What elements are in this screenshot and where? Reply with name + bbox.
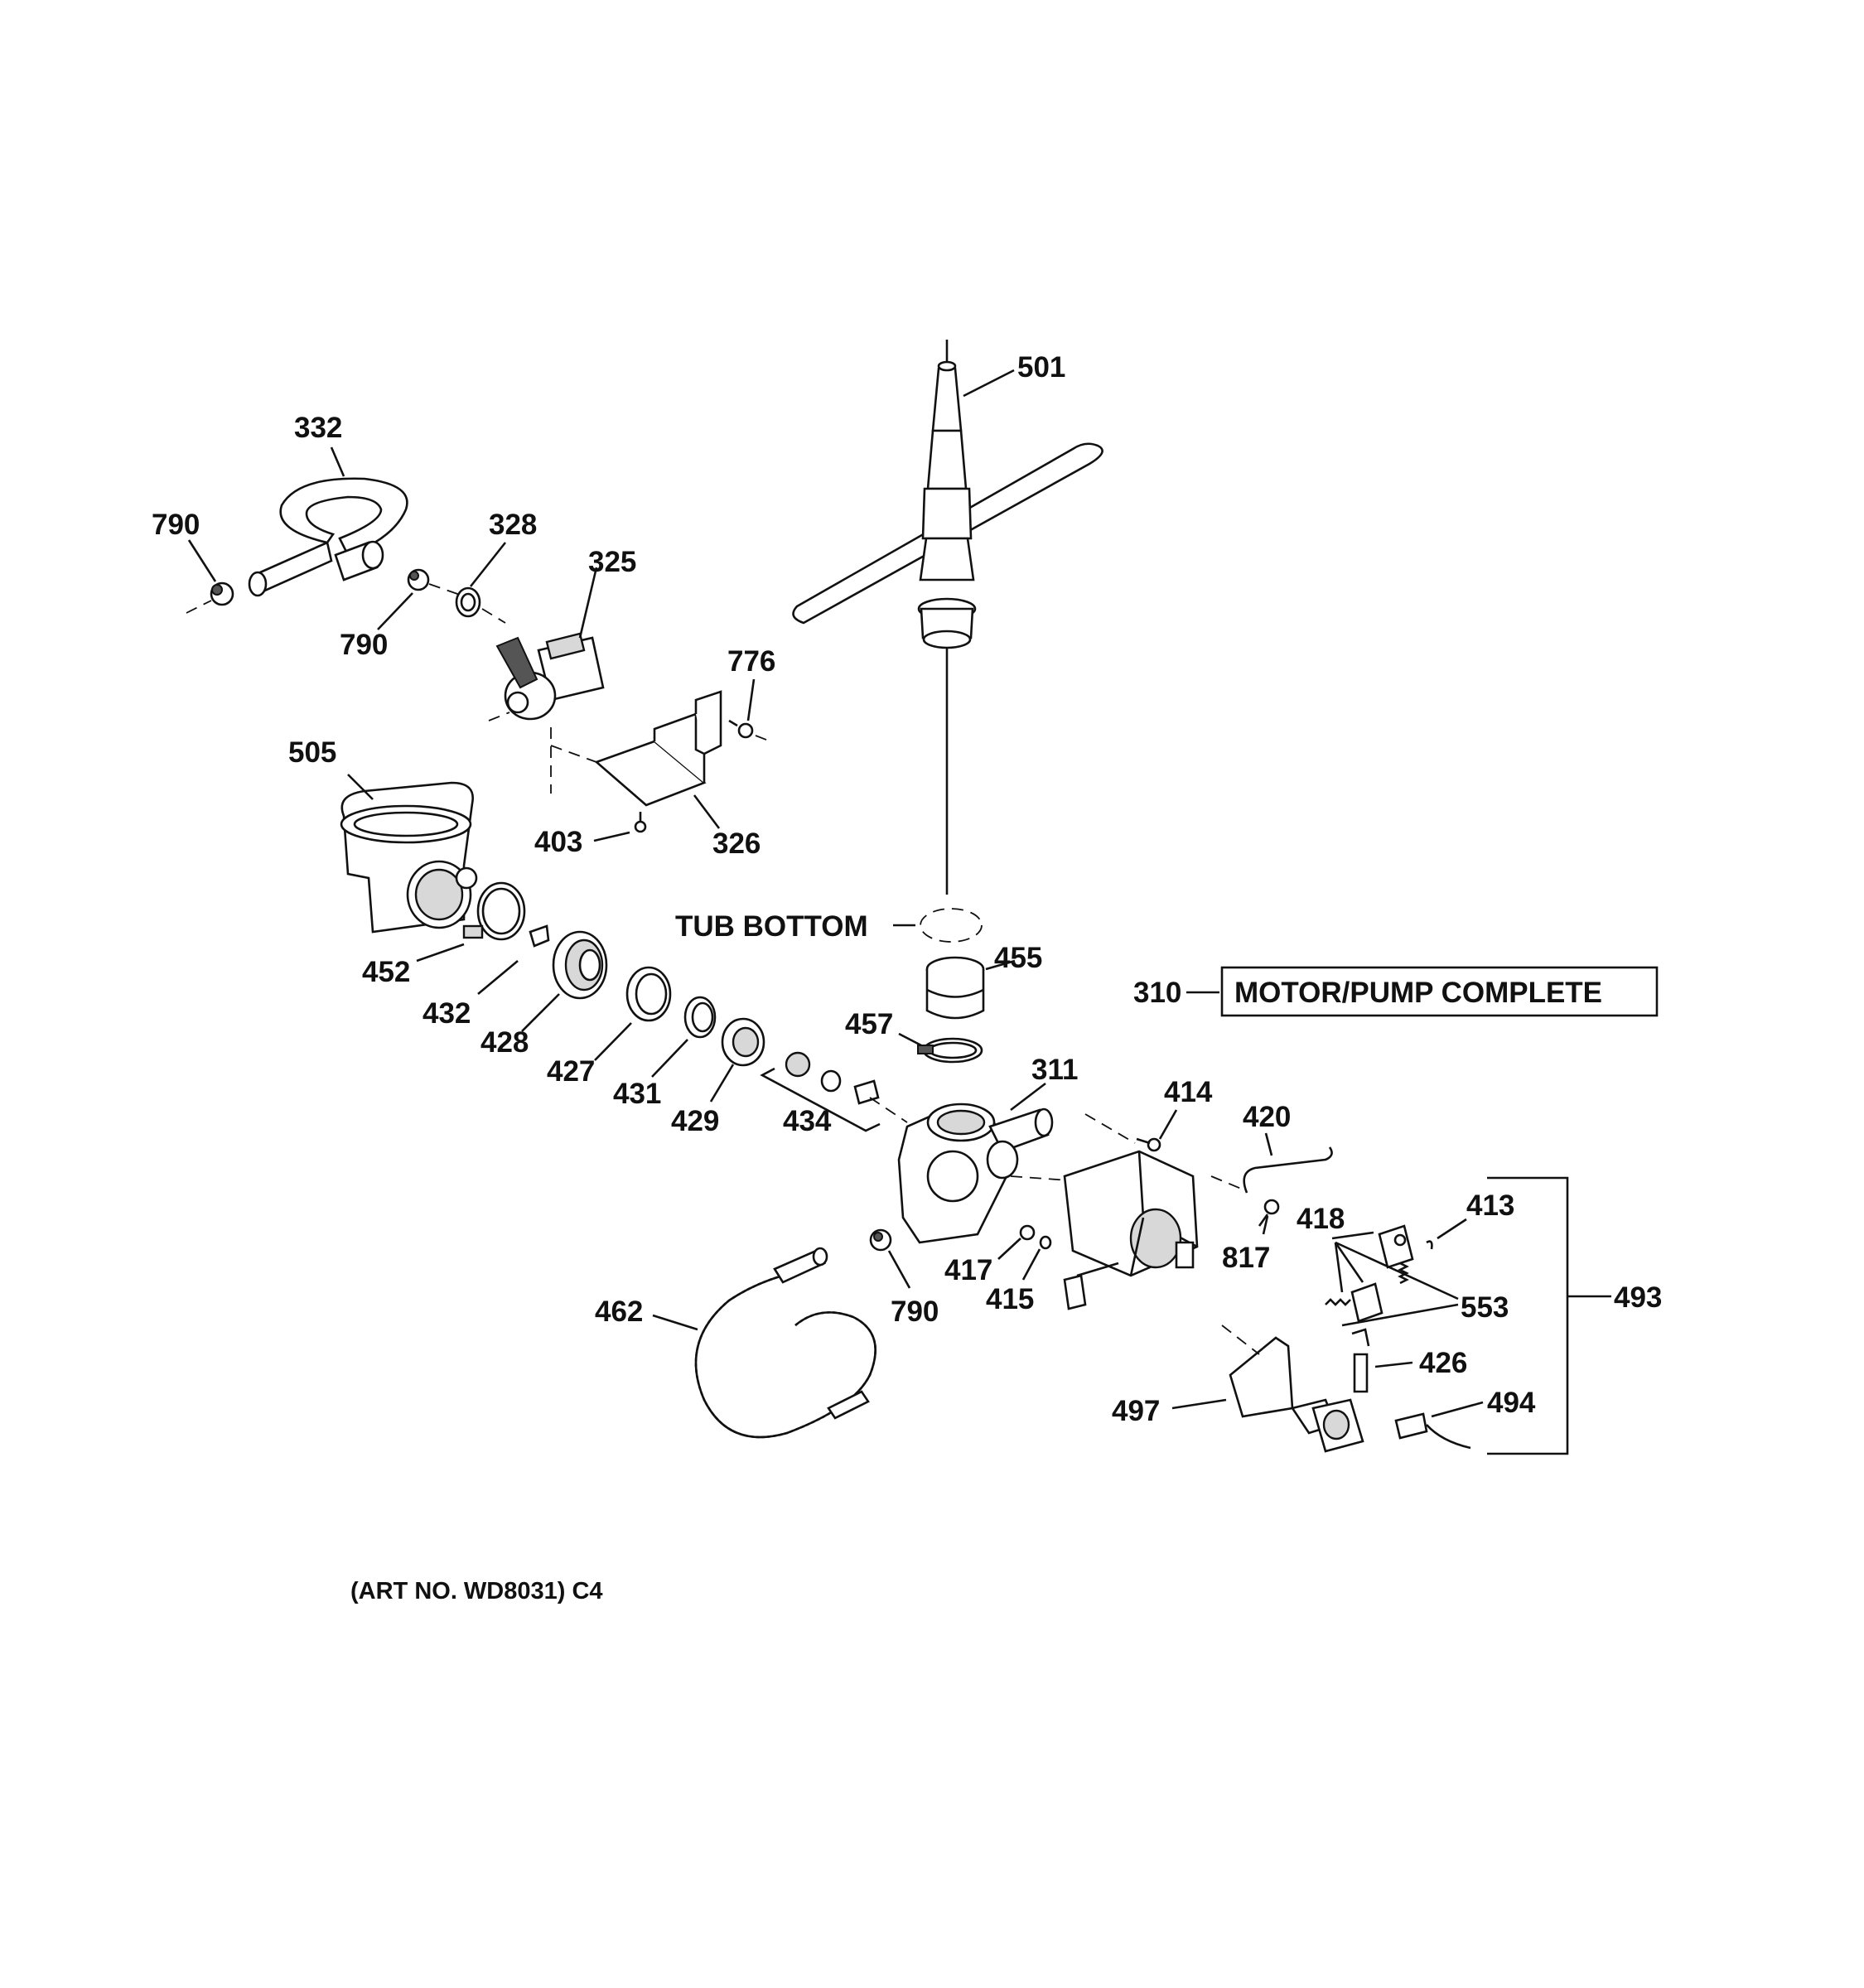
impeller-429 [709,1017,765,1103]
part-label-462: 462 [595,1296,643,1328]
switch-494 [1394,1401,1484,1450]
washer-415 [1021,1235,1052,1281]
seal-kit-434 [760,1051,881,1132]
part-label-332: 332 [294,412,342,444]
gasket-328 [455,542,507,624]
part-label-790-a: 790 [152,509,200,541]
motor-pump-complete-label: MOTOR/PUMP COMPLETE [1234,977,1602,1009]
part-label-431: 431 [613,1078,661,1110]
part-label-452: 452 [362,956,410,988]
filter-428 [521,930,608,1032]
part-label-434: 434 [783,1105,832,1137]
part-label-790-c: 790 [891,1296,939,1328]
part-label-413: 413 [1466,1189,1514,1222]
clamp-457 [898,1032,983,1064]
tub-bottom-label: TUB BOTTOM [675,910,868,943]
ring-427 [594,966,672,1061]
sump-505 [340,774,478,934]
screw-776 [728,678,771,742]
clip-413 [1426,1218,1467,1250]
part-label-414: 414 [1164,1076,1213,1108]
pin-426 [1351,1328,1413,1393]
part-label-311: 311 [1031,1054,1078,1086]
part-label-432: 432 [423,997,471,1030]
part-label-501: 501 [1017,351,1065,384]
part-label-403: 403 [534,826,582,858]
clamp-452 [416,881,526,963]
washer-417 [997,1224,1036,1260]
mounting-bracket-326 [550,690,722,829]
part-label-429: 429 [671,1105,719,1137]
clip-432 [477,924,550,995]
screw-403 [593,812,647,842]
motor-pump-complete-callout [1186,966,1659,1017]
part-label-427: 427 [547,1055,595,1088]
part-label-428: 428 [480,1026,529,1059]
screw-414 [1136,1109,1178,1152]
assembly-bracket-493 [1487,1176,1611,1455]
part-label-505: 505 [288,736,336,769]
part-label-497: 497 [1112,1395,1160,1427]
part-label-790-b: 790 [340,629,388,661]
pump-housing-311 [869,1082,1070,1244]
part-label-494: 494 [1487,1387,1536,1419]
part-label-420: 420 [1243,1101,1291,1133]
part-label-493: 493 [1614,1281,1662,1314]
part-label-426: 426 [1419,1347,1467,1379]
part-label-310: 310 [1133,977,1181,1009]
part-label-417: 417 [944,1254,992,1286]
hose-clamp-790-c [869,1228,911,1289]
part-label-415: 415 [986,1283,1034,1315]
motor [1063,1113,1199,1310]
drain-hose-462 [652,1247,876,1439]
part-label-418: 418 [1297,1203,1345,1235]
tub-bottom-seal [893,908,983,943]
latch-parts-418 [1325,1224,1459,1327]
solenoid [1311,1398,1364,1453]
part-label-455: 455 [994,942,1042,974]
part-label-776: 776 [727,645,775,678]
part-label-326: 326 [712,828,761,860]
hose-clamp-790-b [377,568,461,630]
drain-valve-325 [488,567,605,721]
screw-817 [1258,1199,1280,1235]
gasket-455 [925,956,1016,1020]
part-label-553: 553 [1461,1291,1509,1324]
drain-hose-332 [248,446,408,597]
part-label-328: 328 [489,509,537,541]
hose-clamp-790-a [186,539,234,614]
part-label-457: 457 [845,1008,893,1040]
part-label-325: 325 [588,546,636,578]
lower-spray-arm-assembly-501 [792,340,1103,895]
ring-431 [651,996,717,1078]
bracket-497 [1171,1325,1337,1435]
rod-420 [1210,1132,1333,1194]
part-label-817: 817 [1222,1242,1270,1274]
art-number: (ART NO. WD8031) C4 [350,1578,603,1604]
